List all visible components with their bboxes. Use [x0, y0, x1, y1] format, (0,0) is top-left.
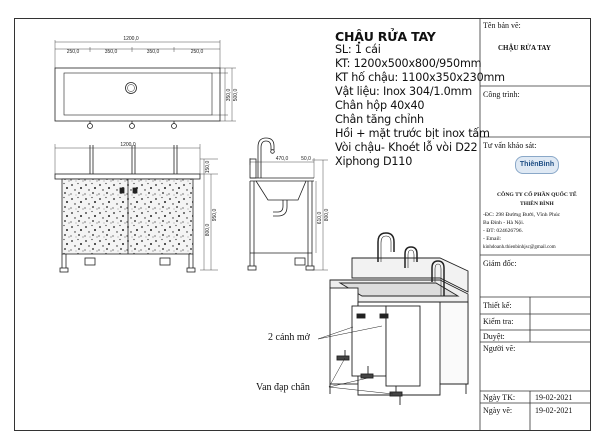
drafter-label: Người vẽ:: [483, 344, 516, 353]
spec-line-material: Vật liệu: Inox 304/1.0mm: [335, 85, 472, 98]
side-faucet: [257, 137, 275, 178]
title-block-grid: [479, 18, 591, 431]
side-basin: [255, 180, 307, 201]
dim-front-width: 1200,0: [120, 142, 136, 148]
spec-line-size: KT: 1200x500x800/950mm: [335, 57, 482, 70]
company-email-label: - Email:: [483, 236, 502, 242]
dim-top-right-a: 350,0: [226, 89, 232, 102]
isometric-view: [329, 232, 469, 405]
designer-label: Thiết kế:: [483, 301, 512, 310]
logo-text: ThiênBình: [519, 161, 555, 168]
dim-side-depth: 470,0: [276, 156, 289, 162]
front-view: [54, 144, 218, 273]
spec-line-quantity: SL: 1 cái: [335, 43, 381, 56]
company-email: kinhdoanh.thienbinhjsc@gmail.com: [483, 245, 556, 250]
project-label: Công trình:: [483, 90, 520, 99]
spec-line-siphon: Xiphong D110: [335, 155, 413, 168]
company-phone: - ĐT: 024626796.: [483, 228, 523, 234]
approver-label: Duyệt:: [483, 332, 505, 341]
door-handle-left: [119, 187, 125, 194]
spec-line-basin-size: KT hố chậu: 1100x350x230mm: [335, 71, 505, 84]
company-address-2: Ba Đình - Hà Nội.: [483, 220, 525, 226]
spec-line-faucet: Vòi chậu- Khoét lỗ vòi D22: [335, 141, 478, 154]
front-pedal-left: [84, 257, 96, 266]
dim-top-segment-3: 350,0: [147, 49, 160, 55]
drain-hole: [125, 82, 137, 94]
drawing-name-label: Tên bản vẽ:: [483, 21, 521, 30]
dim-side-small: 50,0: [301, 156, 311, 162]
iso-faucets: [377, 232, 445, 296]
callout-leaders: [317, 325, 394, 395]
iso-foot-pedals: [336, 355, 403, 397]
top-view-outline: [54, 67, 221, 122]
design-date: 19-02-2021: [535, 393, 573, 402]
callout-doors: 2 cánh mở: [268, 332, 310, 343]
side-view: [247, 137, 328, 271]
consultant-label: Tư vấn khảo sát:: [483, 141, 537, 150]
dim-top-total: 1200,0: [123, 36, 139, 42]
drawing-date-label: Ngày vẽ:: [483, 406, 513, 415]
iso-door-right: [385, 305, 421, 387]
design-date-label: Ngày TK:: [483, 393, 516, 402]
dim-top-segment-2: 350,0: [105, 49, 118, 55]
drawing-name: CHẬU RỬA TAY: [498, 44, 551, 52]
dim-side-total: 800,0: [324, 209, 330, 222]
dim-side-height: 610,0: [317, 212, 323, 225]
front-cabinet: [61, 178, 194, 255]
spec-title: CHẬU RỬA TAY: [335, 29, 436, 44]
dim-front-height-total: 950,0: [212, 209, 218, 222]
top-view: [54, 40, 236, 129]
dim-top-segment-1: 250,0: [67, 49, 80, 55]
iso-door-handle-left: [356, 313, 366, 319]
callout-foot-pedal: Van đạp chân: [256, 382, 310, 393]
company-address-1: -ĐC: 298 Đường Bưởi, Vĩnh Phúc: [483, 212, 561, 218]
spec-line-panels: Hồi + mặt trước bịt inox tấm: [335, 127, 490, 140]
drawing-frame: [14, 18, 591, 431]
checker-label: Kiểm tra:: [483, 317, 514, 326]
dim-top-segment-4: 250,0: [191, 49, 204, 55]
director-label: Giám đốc:: [483, 259, 517, 268]
spec-line-legs: Chân hộp 40x40: [335, 99, 425, 112]
dim-top-right-b: 500,0: [233, 89, 239, 102]
iso-door-handle-right: [379, 313, 389, 319]
front-faucets: [89, 145, 178, 175]
drawing-date: 19-02-2021: [535, 406, 573, 415]
company-logo: ThiênBình: [515, 156, 559, 174]
top-faucet-stubs: [87, 121, 177, 129]
dim-front-height-body: 800,0: [205, 224, 211, 237]
door-handle-right: [132, 187, 138, 194]
company-name-line-1: CÔNG TY CỔ PHẦN QUỐC TẾ: [497, 192, 577, 198]
dim-front-backsplash: 150,0: [205, 161, 211, 174]
front-pedal-right: [159, 257, 171, 266]
company-name-line-2: THIÊN BÌNH: [520, 201, 554, 207]
spec-line-adjustable-feet: Chân tăng chỉnh: [335, 113, 424, 126]
top-view-basin: [63, 72, 213, 116]
